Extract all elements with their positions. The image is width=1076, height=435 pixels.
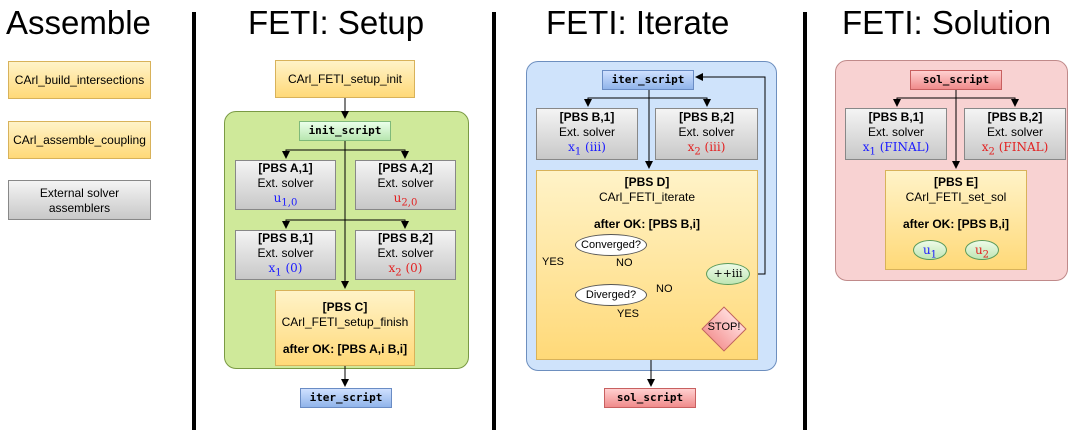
setup-pbs-c-title: [PBS C]: [322, 300, 368, 314]
converged-no-label: NO: [616, 257, 633, 269]
solution-u2-node: u2: [965, 240, 999, 260]
solution-pbs-b2-sub: Ext. solver: [986, 124, 1043, 139]
setup-pbs-a2-box: [PBS A,2] Ext. solver u2,0: [355, 160, 456, 210]
solution-sol-script-box: sol_script: [910, 70, 1002, 90]
assemble-coupling-box: CArl_assemble_coupling: [8, 121, 151, 159]
build-intersections-label: CArl_build_intersections: [14, 73, 145, 87]
converged-label: Converged?: [581, 239, 641, 251]
setup-pbs-a1-sub: Ext. solver: [257, 175, 314, 190]
solution-pbs-b1-sub: Ext. solver: [867, 124, 924, 139]
setup-init-label: CArl_FETI_setup_init: [287, 72, 403, 86]
iterate-pbs-b1-sub: Ext. solver: [558, 124, 615, 139]
setup-pbs-a1-title: [PBS A,1]: [258, 160, 313, 175]
iterate-pbs-b1-title: [PBS B,1]: [559, 109, 615, 124]
assemble-coupling-label: CArl_assemble_coupling: [13, 133, 146, 147]
solution-pbs-e-program: CArl_FETI_set_sol: [905, 190, 1007, 204]
setup-iter-script-box: iter_script: [300, 388, 392, 408]
iterate-pbs-b2-sub: Ext. solver: [678, 124, 735, 139]
iterate-iter-script-label: iter_script: [611, 73, 685, 86]
diverged-no-label: NO: [656, 283, 673, 295]
stop-label: STOP!: [707, 321, 741, 333]
solution-u1-node: u1: [913, 240, 947, 260]
iterate-pbs-b2-box: [PBS B,2] Ext. solver x2 (iii): [655, 108, 758, 160]
solution-pbs-e-after: after OK: [PBS B,i]: [902, 217, 1009, 231]
external-solver-assemblers-box: External solver assemblers: [8, 180, 151, 220]
diverged-decision: Diverged?: [575, 284, 647, 306]
converged-decision: Converged?: [575, 234, 647, 256]
setup-pbs-c-after: after OK: [PBS A,i B,i]: [282, 342, 408, 356]
external-solver-label-line2: assemblers: [48, 200, 111, 215]
solution-pbs-b1-title: [PBS B,1]: [868, 109, 924, 124]
solution-pbs-b2-title: [PBS B,2]: [987, 109, 1043, 124]
stop-node: STOP!: [701, 306, 747, 352]
setup-pbs-a2-math: u2,0: [393, 190, 418, 209]
setup-pbs-c-box: [PBS C] CArl_FETI_setup_finish after OK:…: [275, 290, 415, 366]
setup-pbs-b1-sub: Ext. solver: [257, 245, 314, 260]
title-assemble: Assemble: [6, 4, 151, 41]
setup-iter-script-label: iter_script: [309, 391, 383, 404]
solution-pbs-b2-math: x2 (FINAL): [981, 139, 1049, 158]
title-feti-iterate: FETI: Iterate: [546, 4, 730, 41]
solution-pbs-e-box: [PBS E] CArl_FETI_set_sol after OK: [PBS…: [885, 170, 1027, 270]
setup-pbs-b1-title: [PBS B,1]: [258, 230, 313, 245]
build-intersections-box: CArl_build_intersections: [8, 61, 151, 99]
separator-3: [803, 12, 807, 430]
solution-pbs-b2-box: [PBS B,2] Ext. solver x2 (FINAL): [964, 108, 1066, 160]
setup-pbs-a2-sub: Ext. solver: [377, 175, 434, 190]
setup-pbs-b1-box: [PBS B,1] Ext. solver x1 (0): [235, 230, 336, 280]
iterate-pbs-b1-box: [PBS B,1] Ext. solver x1 (iii): [536, 108, 638, 160]
setup-init-box: CArl_FETI_setup_init: [275, 60, 415, 98]
solution-pbs-e-title: [PBS E]: [933, 175, 978, 189]
iterate-pbs-b2-math: x2 (iii): [687, 139, 726, 158]
iterate-pbs-d-after: after OK: [PBS B,i]: [593, 217, 700, 231]
setup-pbs-b1-math: x1 (0): [268, 260, 303, 279]
solution-sol-script-label: sol_script: [922, 73, 990, 86]
iterate-pbs-b2-title: [PBS B,2]: [679, 109, 734, 124]
solution-pbs-b1-math: x1 (FINAL): [862, 139, 930, 158]
iterate-sol-script-box: sol_script: [604, 388, 696, 408]
solution-pbs-b1-box: [PBS B,1] Ext. solver x1 (FINAL): [845, 108, 947, 160]
iterate-pbs-d-title: [PBS D]: [624, 175, 670, 189]
title-feti-setup: FETI: Setup: [248, 4, 425, 41]
setup-pbs-b2-math: x2 (0): [388, 260, 423, 279]
setup-pbs-b2-box: [PBS B,2] Ext. solver x2 (0): [355, 230, 456, 280]
init-script-box: init_script: [299, 121, 391, 141]
setup-pbs-a1-math: u1,0: [273, 190, 298, 209]
converged-yes-label: YES: [542, 256, 565, 268]
diverged-label: Diverged?: [585, 289, 637, 301]
diverged-yes-label: YES: [617, 308, 640, 320]
setup-pbs-c-program: CArl_FETI_setup_finish: [281, 315, 409, 329]
increment-iter-node: ++iii: [706, 263, 750, 285]
setup-pbs-a1-box: [PBS A,1] Ext. solver u1,0: [235, 160, 336, 210]
setup-pbs-b2-sub: Ext. solver: [377, 245, 434, 260]
increment-label: ++iii: [713, 267, 743, 280]
iterate-sol-script-label: sol_script: [616, 391, 684, 404]
external-solver-label-line1: External solver: [39, 185, 120, 200]
setup-pbs-a2-title: [PBS A,2]: [378, 160, 433, 175]
init-script-label: init_script: [308, 124, 382, 137]
title-feti-solution: FETI: Solution: [842, 4, 1052, 41]
setup-pbs-b2-title: [PBS B,2]: [378, 230, 433, 245]
iterate-pbs-d-program: CArl_FETI_iterate: [598, 190, 696, 204]
iterate-pbs-b1-math: x1 (iii): [568, 139, 606, 158]
separator-1: [192, 12, 196, 430]
iterate-iter-script-box: iter_script: [602, 70, 694, 90]
separator-2: [492, 12, 496, 430]
